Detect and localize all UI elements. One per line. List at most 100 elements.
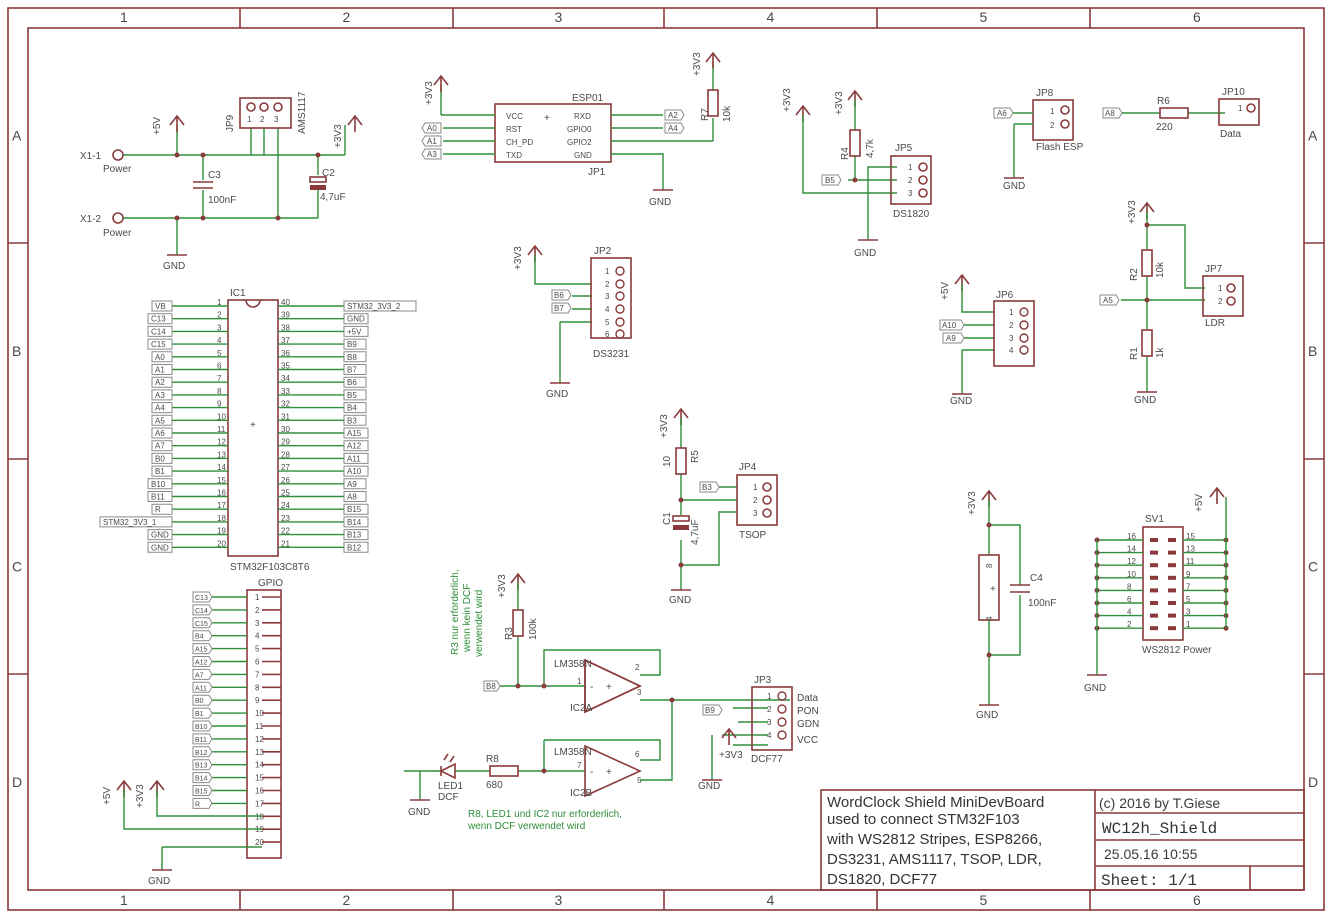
- ams1117-label: AMS1117: [297, 91, 308, 134]
- title-block: WordClock Shield MiniDevBoard used to co…: [820, 789, 1305, 891]
- x1-1-label: X1-1: [80, 151, 102, 162]
- sv1-pin-number: 5: [1186, 595, 1191, 604]
- ic1-net-label-text: B8: [347, 353, 357, 362]
- ic1-pin-number: 11: [217, 425, 226, 434]
- ic1-net-label-text: GND: [347, 315, 365, 324]
- ic1-net-label-text: A11: [347, 454, 361, 463]
- gpio-net-label: [192, 797, 213, 809]
- svg-text:wenn kein DCF: wenn kein DCF: [462, 584, 473, 653]
- svg-text:WS2812 Power: WS2812 Power: [1142, 645, 1212, 656]
- gpio-net-label-text: A12: [195, 660, 208, 667]
- svg-text:1: 1: [1009, 308, 1014, 317]
- sv1-pin-number: 14: [1127, 545, 1136, 554]
- svg-text:R6: R6: [1157, 96, 1170, 107]
- svg-text:GPIO: GPIO: [258, 578, 283, 589]
- svg-text:A4: A4: [668, 124, 678, 133]
- svg-text:+3V3: +3V3: [719, 750, 743, 761]
- svg-text:R2: R2: [1129, 268, 1140, 281]
- title-line-4: DS3231, AMS1117, TSOP, LDR,: [827, 851, 1042, 868]
- ic1-net-label-text: A3: [155, 391, 165, 400]
- svg-text:2: 2: [260, 115, 265, 124]
- ic1-pin-number: 9: [217, 400, 222, 409]
- svg-text:IC1: IC1: [230, 288, 246, 299]
- ic1-pin-number: 37: [281, 336, 290, 345]
- ic1-net-label: [343, 503, 369, 515]
- svg-text:R3 nur erforderlich,: R3 nur erforderlich,: [450, 569, 461, 655]
- svg-text:1: 1: [1218, 284, 1223, 293]
- svg-text:1: 1: [247, 115, 252, 124]
- ic1-net-label: [343, 491, 367, 502]
- svg-text:3: 3: [1009, 334, 1014, 343]
- svg-text:A2: A2: [668, 111, 678, 120]
- svg-text:+: +: [606, 682, 612, 693]
- ic1-pin-number: 33: [281, 387, 290, 396]
- svg-text:STM32F103C8T6: STM32F103C8T6: [230, 562, 310, 573]
- svg-text:3: 3: [637, 688, 642, 697]
- ic1-pin-number: 12: [217, 438, 226, 447]
- gpio-net-label: [192, 604, 213, 616]
- svg-text:CH_PD: CH_PD: [506, 138, 533, 147]
- ic1-net-label: [343, 364, 367, 375]
- sv1-pin-number: 10: [1127, 570, 1136, 579]
- row-marker-left: C: [12, 559, 22, 575]
- sv1-pin-number: 7: [1186, 582, 1191, 591]
- svg-text:-: -: [590, 682, 593, 693]
- svg-text:TXD: TXD: [506, 151, 522, 160]
- c2-value: 4,7uF: [320, 192, 346, 203]
- ic1-net-label-text: B15: [347, 505, 362, 514]
- drawing-date: 25.05.16 10:55: [1104, 846, 1198, 862]
- gpio-net-label-text: B0: [195, 698, 204, 705]
- ic1-pin-number: 15: [217, 476, 226, 485]
- svg-text:A0: A0: [427, 124, 437, 133]
- svg-text:IC2B: IC2B: [570, 788, 593, 799]
- title-line-3: with WS2812 Stripes, ESP8266,: [826, 831, 1042, 848]
- gpio-net-label-text: C15: [195, 621, 208, 628]
- supply-3v3: +3V3: [333, 124, 344, 148]
- dcf77-section: R3 nur erforderlich, wenn kein DCF verwe…: [404, 569, 819, 832]
- svg-text:A9: A9: [946, 334, 956, 343]
- sv1-pin-number: 1: [1186, 620, 1191, 629]
- svg-text:10k: 10k: [1155, 261, 1166, 278]
- jp5-label: JP5: [895, 143, 913, 154]
- svg-text:+: +: [606, 767, 612, 778]
- svg-text:JP4: JP4: [739, 462, 757, 473]
- svg-text:-: -: [590, 767, 593, 778]
- svg-text:PON: PON: [797, 706, 819, 717]
- svg-text:3: 3: [605, 292, 610, 301]
- svg-text:1: 1: [577, 677, 582, 686]
- gpio-pin-number: 10: [255, 709, 264, 718]
- svg-text:DCF: DCF: [438, 792, 459, 803]
- gpio-pin-number: 8: [255, 683, 260, 692]
- svg-text:GPIO2: GPIO2: [567, 138, 592, 147]
- svg-text:4: 4: [1009, 346, 1014, 355]
- column-marker-top: 4: [767, 9, 775, 25]
- esp01-body: [494, 103, 612, 163]
- svg-text:GND: GND: [574, 151, 592, 160]
- ic1-pin-number: 8: [217, 387, 222, 396]
- svg-text:A6: A6: [997, 109, 1007, 118]
- gpio-net-label-text: B1: [195, 711, 204, 718]
- svg-text:GND: GND: [148, 876, 170, 887]
- ic1-pin-number: 22: [281, 527, 290, 536]
- svg-text:B7: B7: [554, 304, 564, 313]
- svg-text:+5V: +5V: [102, 787, 113, 805]
- ic1-pin-number: 28: [281, 450, 290, 459]
- svg-text:+3V3: +3V3: [135, 784, 146, 808]
- column-marker-bottom: 2: [343, 892, 351, 908]
- svg-text:5: 5: [605, 318, 610, 327]
- svg-text:8: 8: [985, 563, 994, 568]
- ic1-pin-number: 3: [217, 323, 222, 332]
- ic1-net-label: [343, 402, 367, 414]
- ic1-net-label-text: GND: [151, 531, 169, 540]
- ic1-pin-number: 34: [281, 374, 290, 383]
- x1-2-label: X1-2: [80, 214, 102, 225]
- svg-text:+3V3: +3V3: [967, 491, 978, 515]
- gpio-net-label-text: B14: [195, 776, 208, 783]
- svg-text:C4: C4: [1030, 573, 1043, 584]
- ic1-net-label: [343, 529, 369, 541]
- column-marker-top: 6: [1193, 9, 1201, 25]
- gpio-net-label: [192, 707, 213, 719]
